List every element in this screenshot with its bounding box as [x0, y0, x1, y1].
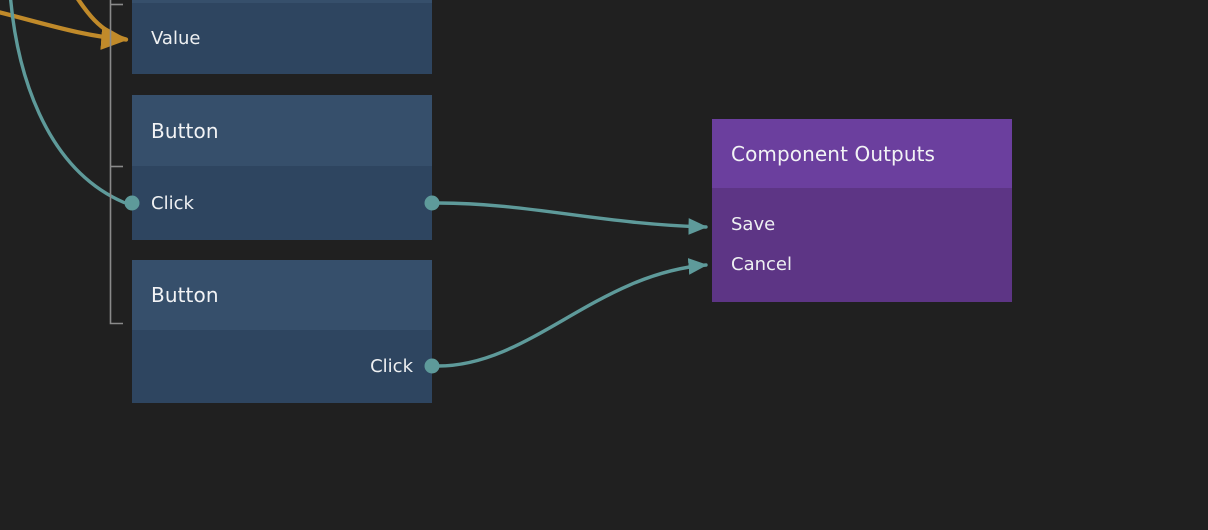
port-row-outputs-cancel[interactable]: Cancel: [712, 244, 1012, 284]
port-label-outputs-save: Save: [731, 213, 776, 235]
node-button-2-body: Click: [132, 330, 432, 403]
node-component-outputs-title: Component Outputs: [731, 141, 936, 166]
node-group-bracket: [109, 0, 123, 325]
port-label-value: Value: [151, 28, 201, 49]
node-button-1-body: Click: [132, 166, 432, 240]
node-component-outputs-header[interactable]: Component Outputs: [712, 119, 1012, 188]
node-button-1-title: Button: [151, 118, 219, 143]
port-dot-button-2-click-output[interactable]: [424, 358, 440, 374]
wire-orange-from-left: [0, 10, 129, 50]
wire-teal-click1-to-save: [436, 201, 708, 235]
wire-teal-to-button1-click: [9, 0, 126, 205]
port-label-outputs-cancel: Cancel: [731, 253, 792, 275]
node-value[interactable]: Value: [132, 0, 432, 74]
node-button-2-header[interactable]: Button: [132, 260, 432, 330]
port-row-button-1-click[interactable]: Click: [132, 166, 432, 240]
port-row-value[interactable]: Value: [132, 3, 432, 74]
port-dot-button-1-click-input[interactable]: [124, 195, 140, 211]
wire-teal-click2-to-cancel: [436, 258, 708, 368]
port-label-button-2-click: Click: [370, 356, 413, 377]
node-button-2[interactable]: Button Click: [132, 260, 432, 403]
port-row-outputs-save[interactable]: Save: [712, 204, 1012, 244]
node-value-body: Value: [132, 3, 432, 74]
node-component-outputs-body: Save Cancel: [712, 188, 1012, 302]
port-row-button-2-click[interactable]: Click: [132, 330, 432, 403]
port-label-button-1-click: Click: [151, 192, 194, 214]
node-value-header[interactable]: [132, 0, 432, 3]
node-button-1-header[interactable]: Button: [132, 95, 432, 166]
node-button-1[interactable]: Button Click: [132, 95, 432, 240]
node-button-2-title: Button: [151, 283, 219, 307]
wire-orange-from-top: [76, 0, 129, 42]
node-component-outputs[interactable]: Component Outputs Save Cancel: [712, 119, 1012, 302]
port-dot-button-1-click-output[interactable]: [424, 195, 440, 211]
